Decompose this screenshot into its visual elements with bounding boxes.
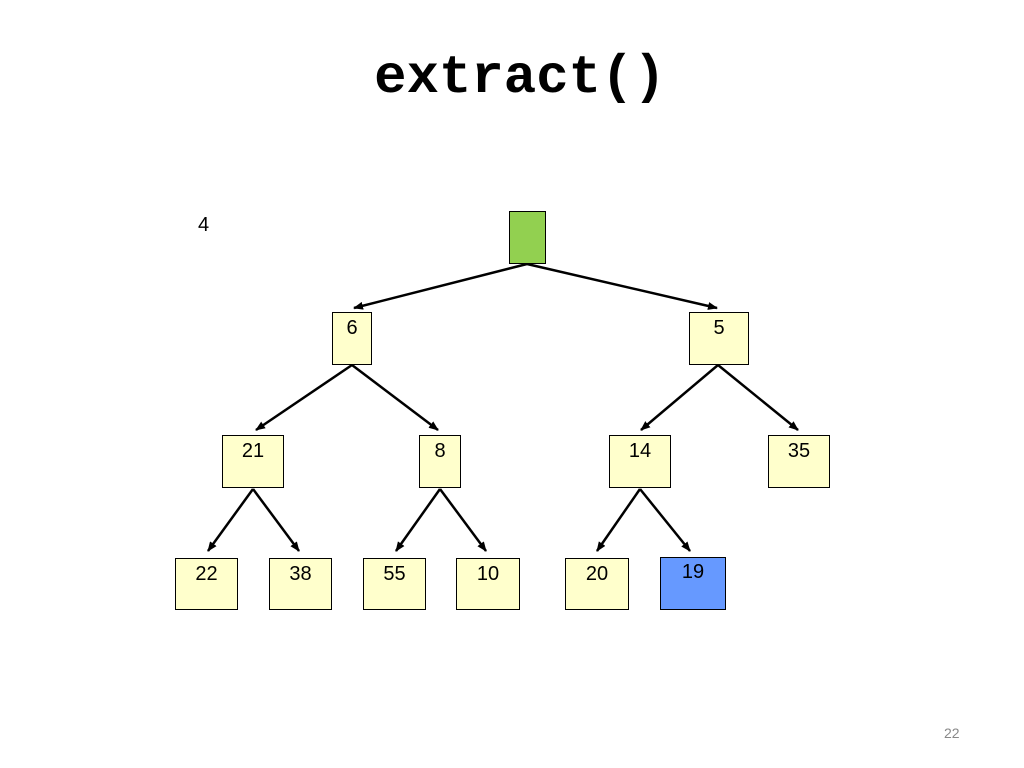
root-node-empty	[509, 211, 546, 264]
node-55: 55	[363, 558, 426, 610]
edge-root-to-6	[353, 262, 528, 310]
node-10: 10	[456, 558, 520, 610]
node-38: 38	[269, 558, 332, 610]
edge-21-to-38	[251, 488, 301, 552]
edge-14-to-20	[595, 488, 642, 552]
page-number: 22	[944, 725, 960, 741]
node-21: 21	[222, 435, 284, 488]
node-35: 35	[768, 435, 830, 488]
edge-5-to-35	[717, 364, 799, 431]
node-19-highlighted: 19	[660, 557, 726, 610]
node-20: 20	[565, 558, 629, 610]
node-5: 5	[689, 312, 749, 365]
edge-8-to-55	[394, 488, 442, 552]
node-6: 6	[332, 312, 372, 365]
edge-root-to-5	[526, 262, 718, 310]
node-22: 22	[175, 558, 238, 610]
edge-6-to-8	[351, 364, 439, 431]
edge-6-to-21	[255, 363, 353, 432]
extracted-value: 4	[198, 214, 210, 236]
node-8: 8	[419, 435, 461, 488]
edge-8-to-10	[438, 488, 488, 552]
edge-5-to-14	[640, 364, 719, 431]
node-14: 14	[609, 435, 671, 488]
slide-title: extract()	[374, 48, 666, 109]
edge-14-to-19	[639, 488, 691, 552]
edge-21-to-22	[206, 488, 255, 552]
